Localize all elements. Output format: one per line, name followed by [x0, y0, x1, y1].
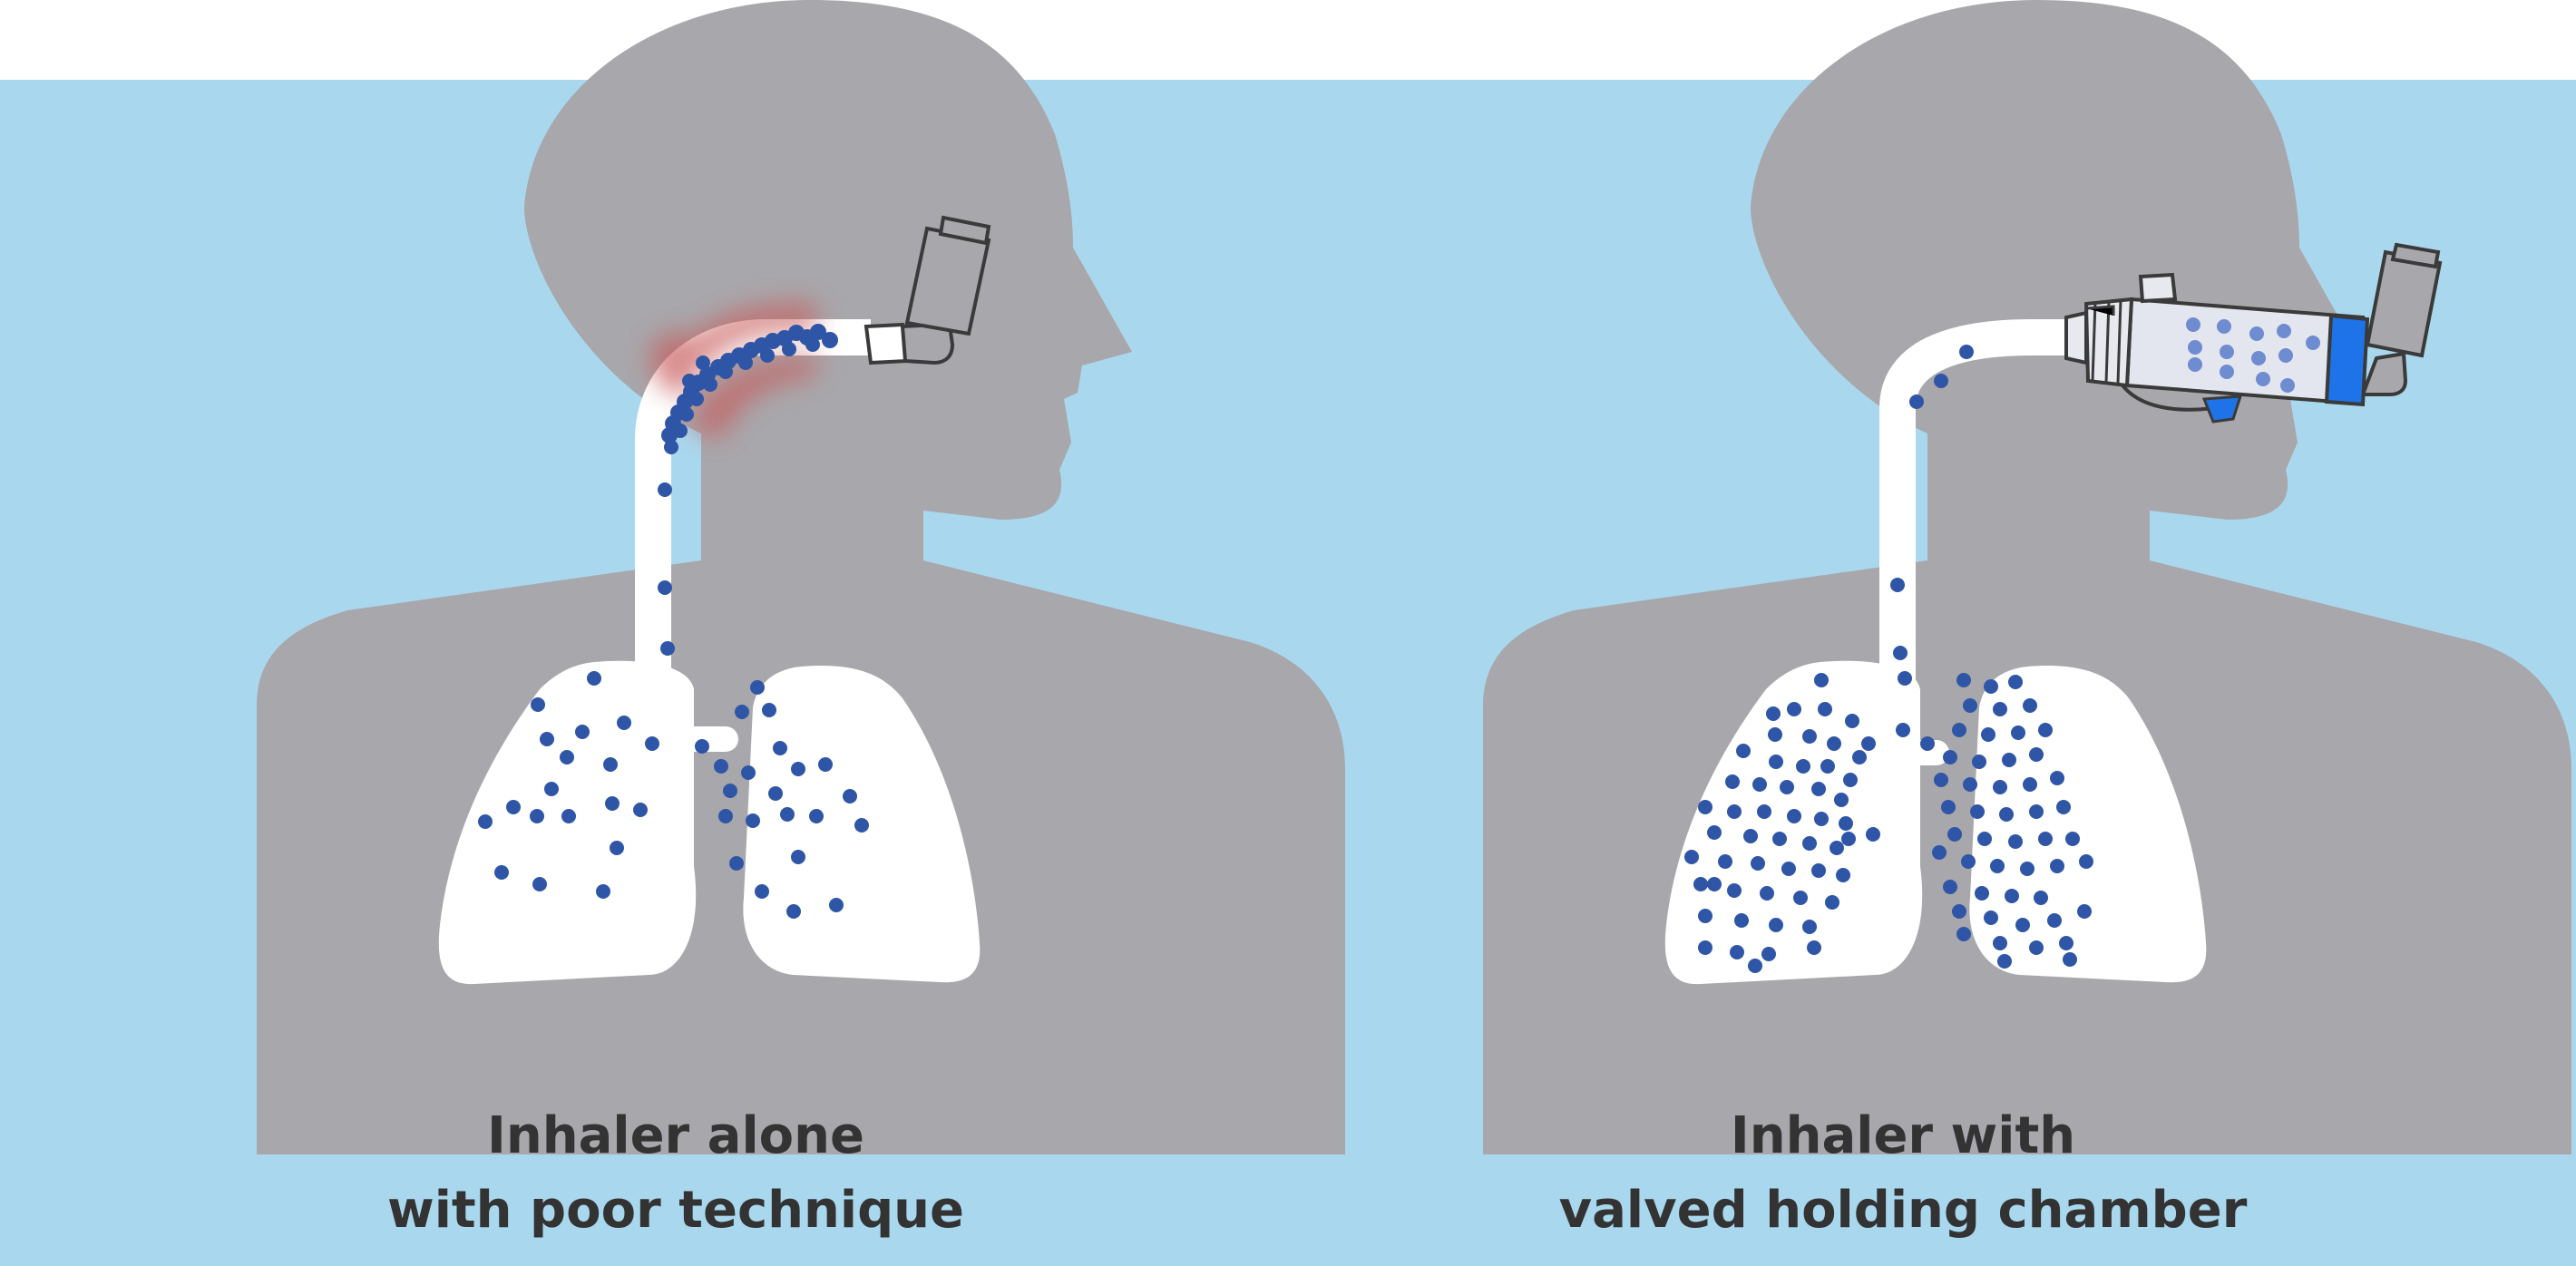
caption-right-line2: valved holding chamber	[1558, 1181, 2248, 1240]
caption-left-line1: Inhaler alone	[487, 1106, 864, 1165]
particles-left	[478, 324, 869, 919]
particles-right	[1684, 345, 2093, 973]
spacer-chamber-icon	[2064, 242, 2443, 424]
airway	[1879, 319, 2091, 753]
caption-left-line2: with poor technique	[386, 1181, 964, 1240]
inhaler-icon	[864, 215, 991, 365]
caption-left: Inhaler alone with poor technique	[222, 1099, 1129, 1248]
person-silhouette-icon	[257, 0, 1345, 1154]
throat-irritation	[650, 303, 816, 440]
panel-inhaler-alone	[257, 0, 1345, 1154]
person-silhouette-icon	[1483, 0, 2571, 1154]
caption-right-line1: Inhaler with	[1730, 1106, 2076, 1165]
caption-right: Inhaler with valved holding chamber	[1449, 1099, 2356, 1248]
panel-inhaler-with-chamber	[1483, 0, 2571, 1154]
